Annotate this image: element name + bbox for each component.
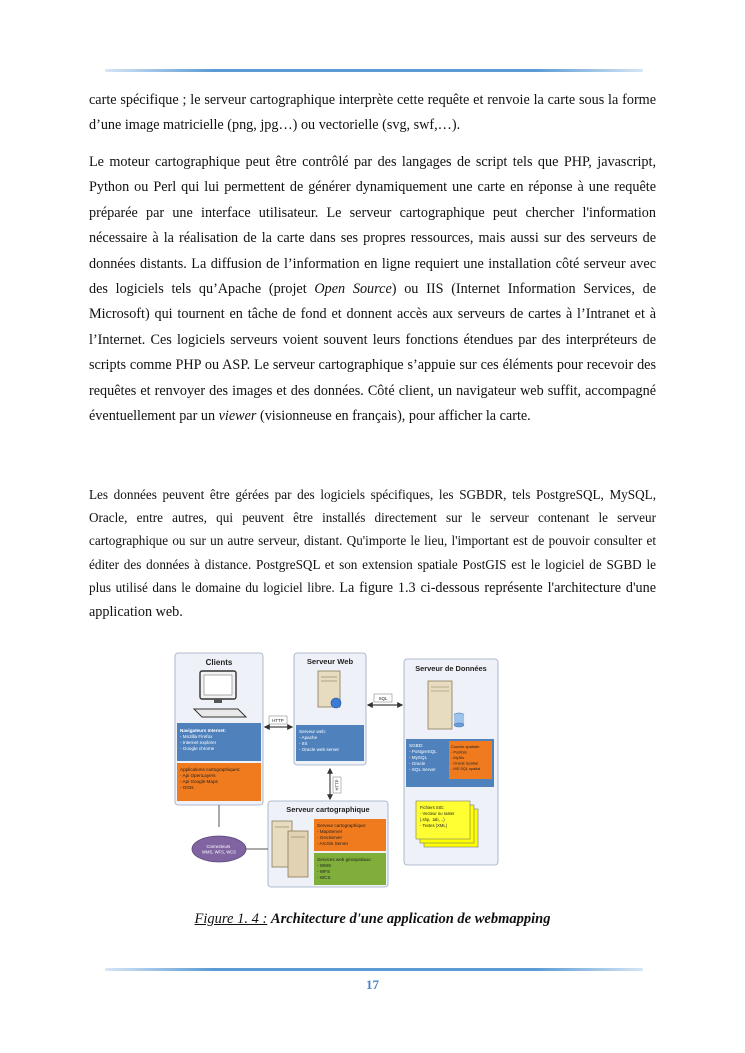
svg-text:Services web géospatiaux:: Services web géospatiaux: - WMS - WFS - … [317,857,373,880]
map-server-box [314,819,386,851]
architecture-diagram: Clients Navigateurs Internet: - Mozilla … [174,652,499,888]
svg-text:Navigateurs Internet: -: Navigateurs Internet: - Mozilla Firefox … [180,728,227,751]
paragraph-3-part-b: La figure 1.3 ci-dessous représente l'ar… [89,579,656,621]
viewer-term: viewer [218,408,257,425]
paragraph-1: carte spécifique ; le serveur cartograph… [89,92,656,133]
svg-text:Connecteurs WMS, WFS, WC: Connecteurs WMS, WFS, WCS [202,844,236,855]
web-server-icon [317,670,342,709]
geospatial-services-box [314,853,386,885]
database-server-icon [427,680,465,730]
footer-rule [105,968,643,971]
carto-apps-box [177,763,261,801]
header-rule [105,69,643,72]
map-server-panel: Serveur cartographique Serveur cartograp… [267,800,389,888]
paragraph-3-part-a: Les données peuvent être gérées par des … [89,487,656,595]
gis-files-stack: Fichiers SIG: - Vecteur ou raster (.shp,… [415,800,479,848]
clients-panel: Clients Navigateurs Internet: - Mozilla … [174,652,264,806]
browsers-box [177,723,261,761]
page-number: 17 [366,977,379,992]
paragraph-2-part-b: ) ou IIS (Internet Information Services,… [89,281,656,425]
spatial-layer-box [449,741,492,779]
figure-caption: Figure 1. 4 : Architecture d'une applica… [0,911,745,928]
paragraph-3: Les données peuvent être gérées par des … [89,483,656,624]
web-server-title: Serveur Web [307,657,354,666]
data-server-panel: Serveur de Données SGBD: - PostgreSQL - … [403,658,499,866]
map-server-title: Serveur cartographique [286,805,369,814]
connectors: Connecteurs WMS, WFS, WCS [191,805,268,863]
svg-text:Serveur cartographique:: Serveur cartographique: - MapServer - Ge… [317,823,368,846]
web-server-box [296,725,364,761]
http-arrow-web-carto: HTTP [327,767,342,801]
svg-text:SQL: SQL [379,696,388,701]
svg-text:Couche spatiale: - PostG: Couche spatiale: - PostGis - MySIs - Ora… [451,744,481,771]
open-source-term: Open Source [314,281,392,298]
paragraph-2: Le moteur cartographique peut être contr… [89,150,656,429]
figure-label: Figure 1. 4 : [194,911,268,927]
web-server-panel: Serveur Web Serveur web: - Apache - IIS … [293,652,367,766]
connectors-ellipse [191,835,247,863]
svg-text:HTTP: HTTP [272,718,284,723]
data-server-title: Serveur de Données [415,664,486,673]
figure-title: Architecture d'une application de webmap… [270,911,551,927]
svg-text:SGBD: - PostgreSQL: SGBD: - PostgreSQL - MySQL - Oracle - SQ… [409,743,438,772]
paragraph-2-part-c: (visionneuse en français), pour afficher… [256,408,531,425]
clients-title: Clients [206,658,233,667]
svg-text:Serveur web: - Apache: Serveur web: - Apache - IIS - Oracle web… [299,729,340,752]
svg-text:Applications cartographiques:: Applications cartographiques: - Api Open… [180,767,242,790]
svg-text:HTTP: HTTP [335,779,340,790]
paragraph-2-part-a: Le moteur cartographique peut être contr… [89,154,656,298]
architecture-figure: Clients Navigateurs Internet: - Mozilla … [172,649,502,889]
map-server-icon [271,820,309,878]
computer-icon [192,670,248,718]
sql-arrow: SQL [366,693,404,708]
svg-text:Fichiers SIG: - Vecteu: Fichiers SIG: - Vecteur ou raster (.shp,… [420,805,456,828]
http-arrow-clients-web: HTTP [263,715,294,730]
